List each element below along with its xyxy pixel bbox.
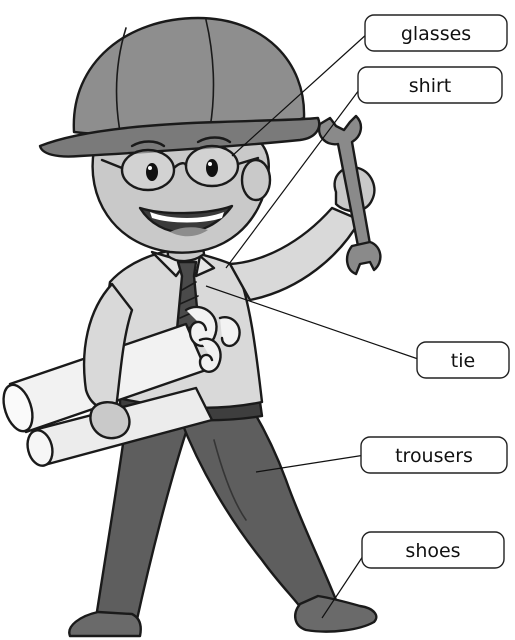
label-tie: tie <box>417 342 509 378</box>
label-trousers: trousers <box>361 437 507 473</box>
label-shoes: shoes <box>362 532 504 568</box>
trousers-right-leg <box>180 405 336 612</box>
label-shirt-text: shirt <box>409 75 451 97</box>
label-shirt: shirt <box>358 67 502 103</box>
shoe-right <box>295 596 376 632</box>
label-tie-text: tie <box>451 350 475 372</box>
label-shoes-text: shoes <box>405 540 460 562</box>
label-glasses-text: glasses <box>401 23 471 45</box>
shoe-left <box>69 612 140 636</box>
left-hand <box>90 402 129 438</box>
label-glasses: glasses <box>365 15 507 51</box>
label-trousers-text: trousers <box>395 445 473 467</box>
hard-hat <box>40 18 319 157</box>
